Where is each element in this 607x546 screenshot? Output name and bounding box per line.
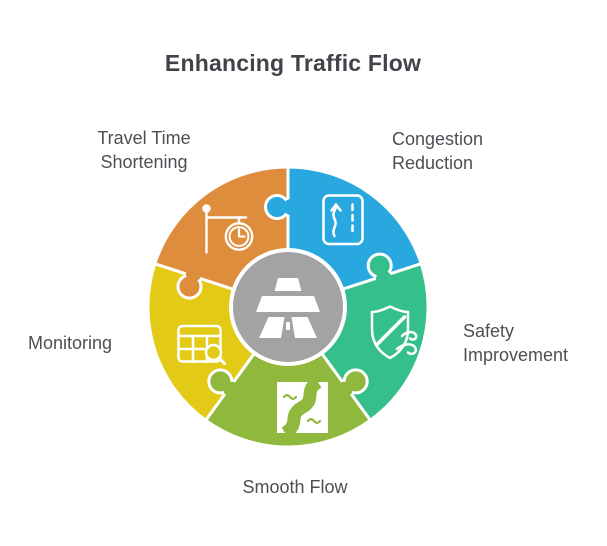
table-search-icon xyxy=(177,324,226,365)
label-smooth-flow: Smooth Flow xyxy=(242,477,348,497)
hanging-clock-icon xyxy=(202,204,254,254)
lane-change-icon xyxy=(322,194,364,246)
puzzle-knob-blue xyxy=(264,194,299,220)
label-monitoring: Monitoring xyxy=(28,333,113,353)
label-safety-improvement: Safety Improvement xyxy=(463,321,569,365)
puzzle-knob-lime-right xyxy=(336,368,369,398)
puzzle-knob-teal xyxy=(366,252,393,287)
label-travel-time-shortening: Travel Time Shortening xyxy=(97,128,191,172)
segment-smooth-flow xyxy=(204,305,372,449)
motorway-icon xyxy=(256,278,320,338)
puzzle-knob-orange xyxy=(176,265,203,300)
page-title: Enhancing Traffic Flow xyxy=(164,50,422,76)
label-congestion-reduction: Congestion Reduction xyxy=(392,129,484,173)
winding-road-icon xyxy=(277,382,328,433)
shield-wind-icon xyxy=(370,305,418,360)
puzzle-knob-lime-left xyxy=(207,368,240,398)
